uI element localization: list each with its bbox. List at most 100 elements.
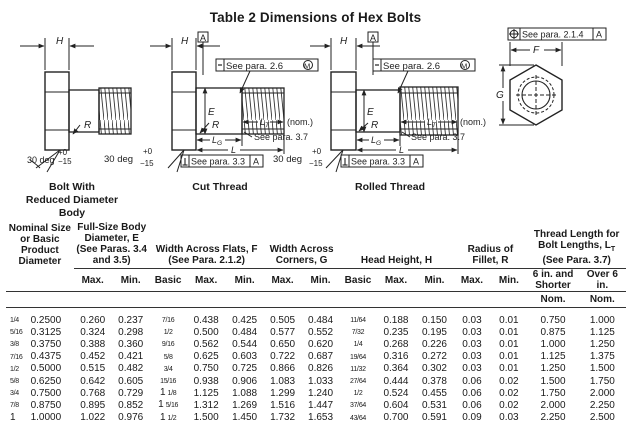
table-title: Table 2 Dimensions of Hex Bolts [209,10,422,25]
caption-reduced-body: Bolt With Reduced Diameter Body [25,181,119,219]
hex-bolt-drawings: R H 30 deg +0 −15 H A See para. 2.6 M [20,27,607,173]
header-t-short-nom: Nom. [540,294,566,305]
figure-reduced-body: R H 30 deg +0 −15 [20,36,132,173]
fig4-dim-f: F [533,45,540,56]
cell-e-min: 0.976 [118,412,144,424]
cell-dec: 0.3750 [30,338,62,350]
cell-frac: 1/4 [10,317,19,324]
cell-f-basic: 3/4 [163,365,173,373]
figure-rolled-thread: H A See para. 2.6 M E R L T (nom.) [273,31,486,173]
caption-rolled-thread: Rolled Thread [354,181,425,193]
cell-dec: 1.0000 [30,412,62,424]
cell-g-min: 0.484 [308,315,334,326]
cell-g-max: 0.866 [270,363,296,375]
fig2-dim-lt-sub: T [265,122,270,129]
fig3-nom: (nom.) [460,117,486,127]
header-f-min: Min. [234,274,255,286]
cell-h-max: 0.700 [383,412,409,424]
fig2-dim-r: R [212,120,219,131]
cell-g-max: 1.083 [270,375,296,387]
cell-f-min: 0.544 [232,338,258,350]
cell-f-max: 0.500 [193,326,219,338]
cell-h-max: 0.188 [383,315,409,326]
cell-f-basic: 1 1/2 [159,411,177,423]
cell-g-min: 0.826 [308,363,334,375]
cell-dec: 0.6250 [30,375,62,387]
cell-r-min: 0.01 [499,363,519,375]
cell-t-over: 2.250 [589,399,615,411]
cell-t-short: 2.250 [540,412,566,424]
header-thread-length: Thread Length for Bolt Lengths, LT (See … [527,222,626,269]
cell-f-max: 0.438 [193,315,219,326]
fig2-dim-h: H [181,36,189,47]
hex-bolt-dimension-table: Nominal Size or Basic Product Diameter F… [6,222,626,424]
cell-h-min: 0.531 [421,399,447,411]
cell-g-min: 0.620 [308,338,334,350]
cell-g-max: 1.299 [270,387,296,399]
cell-h-min: 0.455 [421,387,447,399]
cell-g-max: 1.732 [270,412,296,424]
cell-e-max: 0.515 [80,363,106,375]
cell-e-max: 0.324 [80,326,106,338]
cell-r-min: 0.02 [499,387,519,399]
cell-h-min: 0.150 [421,315,447,326]
header-spacer [6,292,527,308]
cell-frac: 1 [10,412,16,424]
cell-r-max: 0.09 [462,412,482,424]
fig2-see-26: See para. 2.6 [226,61,283,72]
cell-t-short: 0.750 [540,315,566,326]
cell-g-max: 0.650 [270,338,296,350]
cell-f-max: 1.312 [193,399,219,411]
cell-f-min: 1.450 [232,412,258,424]
cell-g-max: 0.577 [270,326,296,338]
cell-g-min: 1.033 [308,375,334,387]
fig3-dim-e: E [367,107,374,118]
cell-t-over: 2.500 [589,412,615,424]
cell-frac: 3/4 [10,390,19,398]
fig2-mod-m: M [304,62,310,71]
cell-dec: 0.4375 [30,351,62,363]
cell-t-over: 1.500 [589,363,615,375]
cell-h-basic: 7/32 [351,329,365,337]
cell-e-max: 1.022 [80,412,106,424]
cell-dec: 0.5000 [30,363,62,375]
fig3-dim-r: R [371,120,378,131]
cell-r-max: 0.03 [462,338,482,350]
cell-f-min: 0.425 [232,315,258,326]
header-nominal: Nominal Size or Basic Product Diameter [8,222,71,267]
fig4-see-214: See para. 2.1.4 [522,30,584,40]
cell-h-max: 0.364 [383,363,409,375]
cell-frac: 7/8 [10,402,19,410]
header-g-max: Max. [271,274,294,286]
header-body-diameter: Full-Size Body Diameter, E (See Paras. 3… [73,222,150,269]
cell-t-short: 2.000 [540,399,566,411]
header-g-min: Min. [310,274,331,286]
fig3-see-33-datum: A [413,157,419,167]
cell-r-min: 0.01 [499,326,519,338]
cell-e-min: 0.482 [118,363,144,375]
header-t-over-nom: Nom. [589,294,615,305]
cell-g-min: 1.653 [308,412,334,424]
fig3-dim-h: H [340,36,348,47]
cell-f-min: 0.906 [232,375,258,387]
fig2-nom: (nom.) [287,117,313,127]
header-flats: Width Across Flats, F (See Para. 2.1.2) [149,222,264,269]
fig3-angle: 30 deg [273,154,302,165]
fig3-see-26: See para. 2.6 [383,61,440,72]
cell-t-over: 1.750 [589,375,615,387]
cell-h-basic: 43/64 [349,414,367,422]
cell-t-short: 1.500 [540,375,566,387]
cell-e-max: 0.452 [80,351,106,363]
fig3-dim-l: L [399,145,404,155]
header-corners: Width Across Corners, G [263,222,340,269]
cell-dec: 0.3125 [30,326,62,338]
cell-r-min: 0.02 [499,375,519,387]
cell-e-min: 0.237 [118,315,144,326]
cell-h-min: 0.195 [421,326,447,338]
cell-r-min: 0.02 [499,399,519,411]
fig1-angle: 30 deg [27,155,55,165]
